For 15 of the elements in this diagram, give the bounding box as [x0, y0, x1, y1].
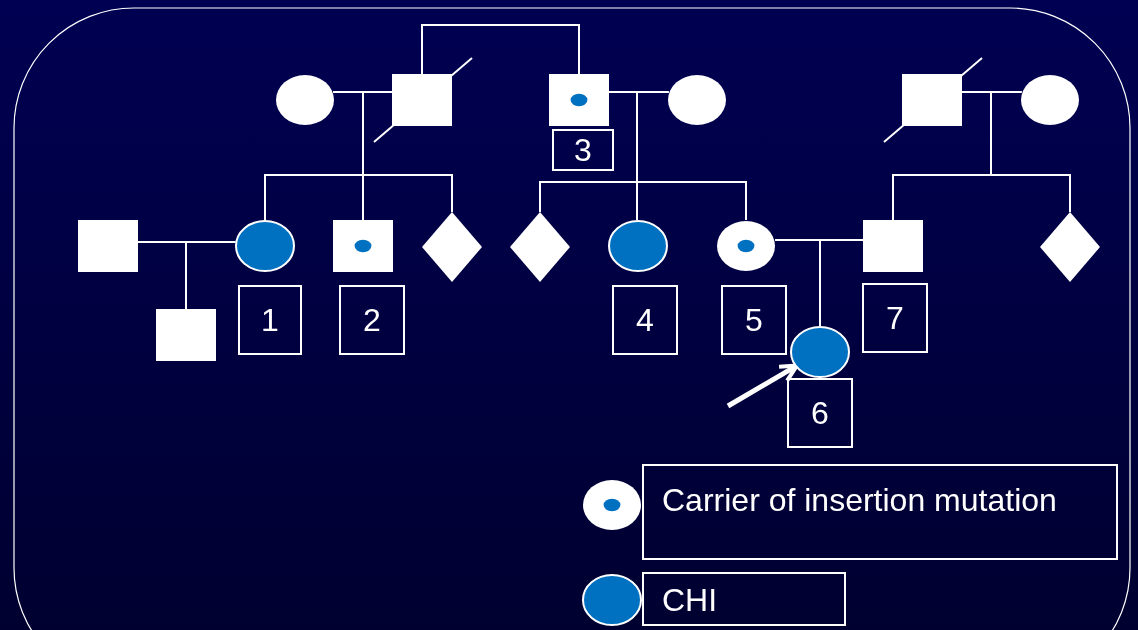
arrow — [726, 363, 799, 409]
individual-number: 1 — [238, 285, 302, 355]
individual-number: 5 — [721, 285, 787, 355]
pedigree-line — [362, 91, 453, 213]
individual-number: 7 — [862, 283, 928, 353]
pedigree-line — [990, 91, 1071, 213]
pedigree-line — [185, 241, 237, 310]
individual-number: 3 — [552, 129, 614, 171]
individual-number: 4 — [612, 285, 678, 355]
individual-number: 2 — [339, 285, 405, 355]
pedigree-line — [819, 239, 864, 327]
individual-number: 6 — [787, 378, 853, 448]
legend-text: CHI — [642, 572, 846, 626]
pedigree-line — [421, 24, 580, 75]
legend-text: Carrier of insertion mutation — [642, 464, 1118, 560]
